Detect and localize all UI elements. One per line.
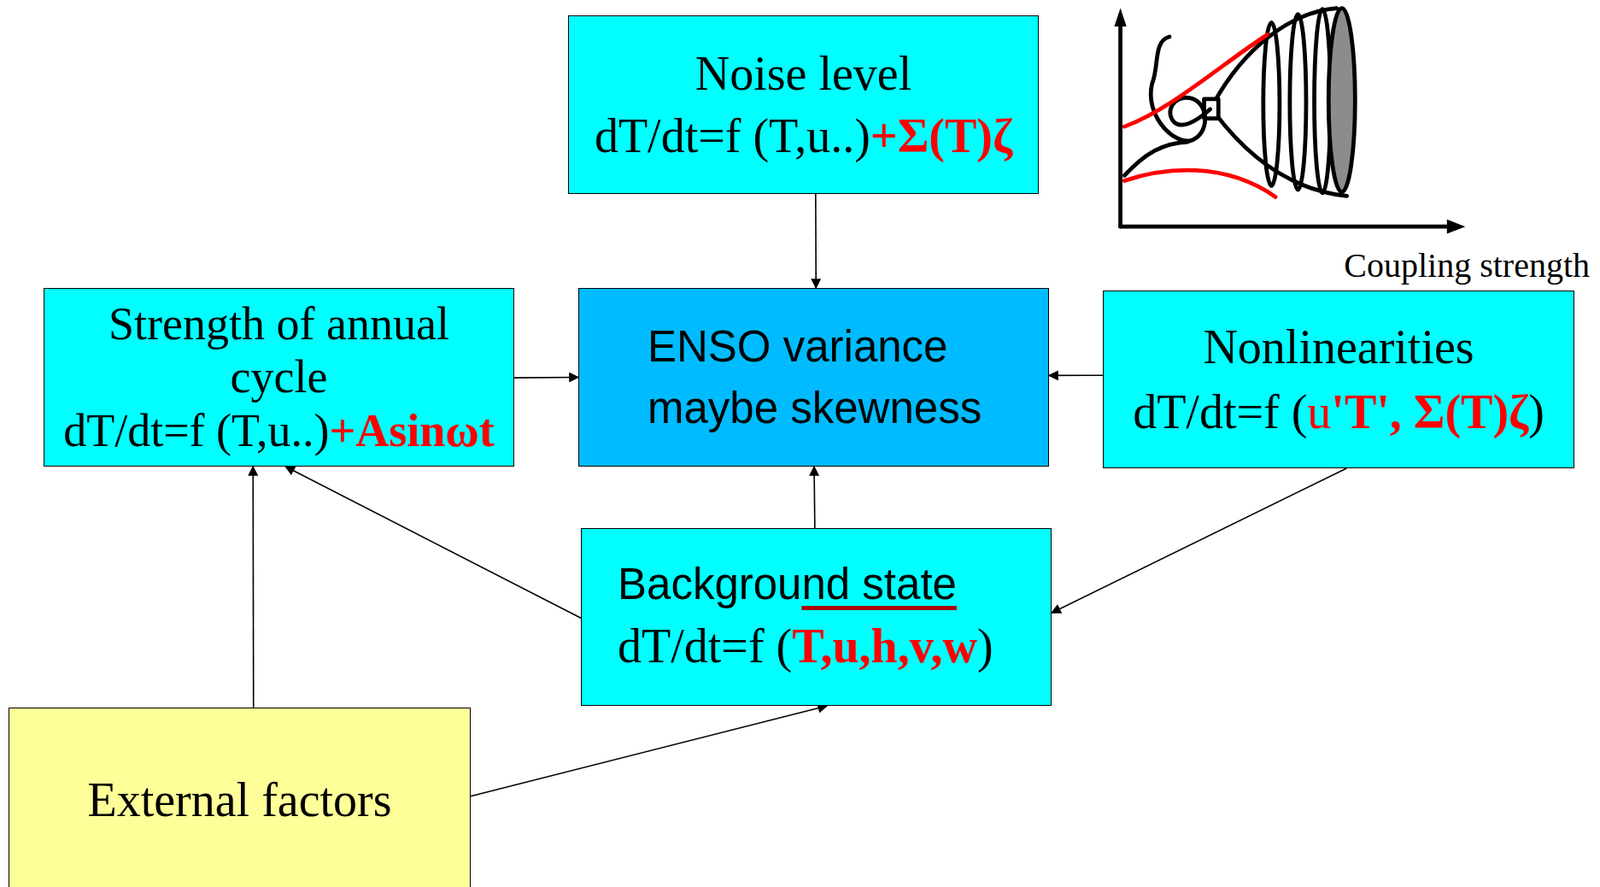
factor-box: Strength of annual cycledT/dt=f (T,u..)+…	[43, 287, 515, 467]
factor-box: Nonlinearities dT/dt=f (u'T', Σ(T)ζ)	[1102, 290, 1575, 469]
axis-arrow	[1113, 8, 1126, 28]
highlight-text: 'T', Σ(T)ζ	[1330, 385, 1529, 439]
trajectory	[1150, 36, 1210, 141]
box-title: Strength of annual cycle	[91, 297, 468, 404]
external-box: External factors	[8, 707, 471, 887]
highlight-text: +Σ(T)ζ	[870, 109, 1013, 163]
axis-arrow	[1447, 219, 1466, 235]
box-title: External factors	[87, 772, 392, 827]
box-title: Noise level	[695, 46, 912, 101]
x-axis	[1120, 224, 1452, 229]
box-title: Nonlinearities	[1202, 319, 1474, 375]
factor-box: Background state dT/dt=f (T,u,h,v,w)	[580, 527, 1052, 706]
arrow-connector	[252, 466, 254, 708]
axis-label: Coupling strength	[1343, 246, 1590, 286]
y-axis	[1118, 22, 1123, 227]
arrow-connector	[1049, 374, 1103, 376]
bound-curve	[1124, 35, 1267, 128]
equation-text: dT/dt=f (T,u..)+Asinωt	[63, 404, 495, 458]
highlight-text: +Asinωt	[329, 404, 495, 457]
equation-text: dT/dt=f (u'T', Σ(T)ζ)	[1132, 384, 1545, 440]
equation-text: dT/dt=f (T,u,h,v,w)	[617, 618, 994, 674]
arrow-connector	[1051, 468, 1347, 613]
highlight-text: T,u,h,v,w	[791, 619, 978, 673]
arrow-connector	[514, 376, 579, 379]
highlight-text: nd state	[801, 559, 956, 609]
arrow-connector	[814, 193, 817, 288]
factor-box: Noise level dT/dt=f (T,u..)+Σ(T)ζ	[568, 15, 1039, 194]
highlight-text: u	[1306, 385, 1331, 439]
bound-curve	[1124, 169, 1276, 197]
funnel-end	[1328, 8, 1355, 193]
box-title: Background state	[617, 559, 957, 610]
arrow-connector	[285, 466, 581, 618]
arrow-connector	[813, 466, 815, 528]
box-title: ENSO variance maybe skewness	[647, 316, 1007, 439]
funnel-ring	[1263, 22, 1280, 186]
funnel-ring	[1289, 14, 1307, 190]
equation-text: dT/dt=f (T,u..)+Σ(T)ζ	[594, 108, 1013, 164]
target-box: ENSO variance maybe skewness	[578, 287, 1050, 467]
arrow-connector	[470, 705, 827, 797]
